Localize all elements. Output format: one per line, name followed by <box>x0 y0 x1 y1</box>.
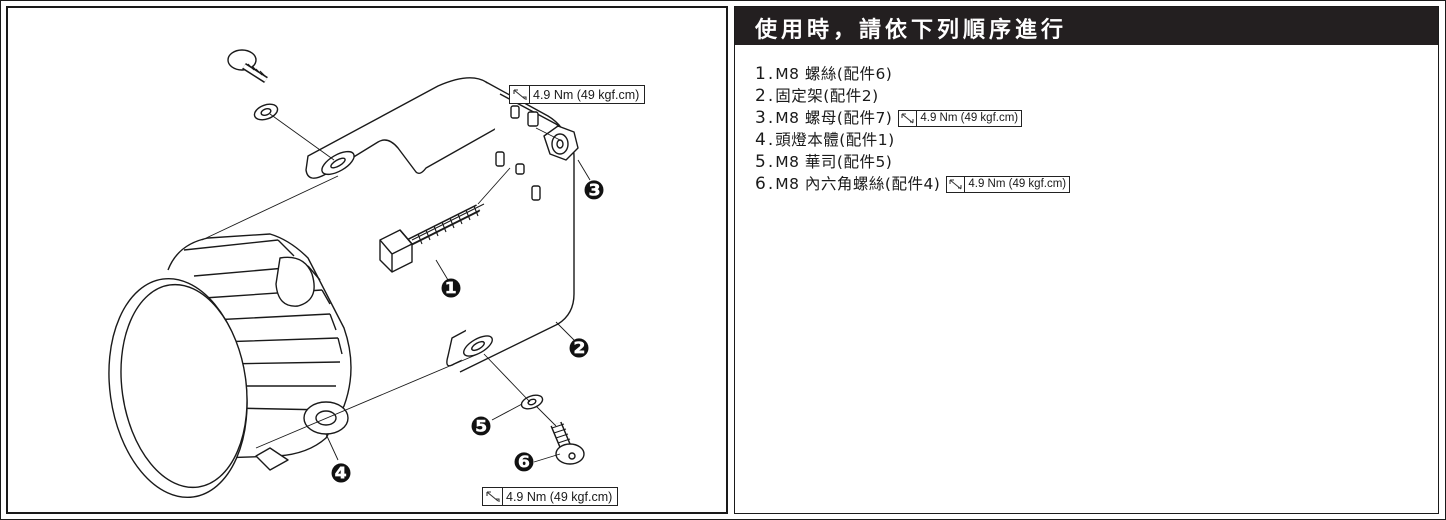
bottom-screw-part <box>520 394 585 465</box>
torque-wrench-icon <box>510 86 530 103</box>
torque-value: 4.9 Nm (49 kgf.cm) <box>968 178 1067 190</box>
step-text: M8 螺母(配件7) <box>775 109 893 127</box>
torque-value: 4.9 Nm (49 kgf.cm) <box>920 112 1019 124</box>
step-number: 3. <box>755 108 776 128</box>
step-item: 5. M8 華司(配件5) <box>755 151 1070 173</box>
instructions-header: 使用時，請依下列順序進行 <box>735 7 1438 45</box>
torque-callout-bottom: 4.9 Nm (49 kgf.cm) <box>482 487 619 506</box>
step-text: M8 內六角螺絲(配件4) <box>775 175 941 193</box>
nut-part <box>543 125 579 161</box>
step-number: 2. <box>755 86 776 106</box>
step-number: 1. <box>755 64 776 84</box>
torque-callout-top: 4.9 Nm (49 kgf.cm) <box>509 85 646 104</box>
step-list: 1. M8 螺絲(配件6) 2. 固定架(配件2) 3. M8 螺母(配件7) … <box>755 63 1071 195</box>
callout-badge-4: ❹ <box>330 459 353 489</box>
top-screw-part <box>227 49 279 121</box>
step-number: 5. <box>755 152 776 172</box>
instructions-title: 使用時，請依下列順序進行 <box>755 18 1068 43</box>
callout-badge-1: ❶ <box>440 274 463 304</box>
callout-badge-2: ❷ <box>568 334 591 364</box>
torque-wrench-icon <box>899 110 918 126</box>
torque-wrench-icon <box>947 176 966 192</box>
torque-wrench-icon <box>483 488 503 505</box>
callout-badge-3: ❸ <box>583 176 606 206</box>
step-number: 4. <box>755 130 776 150</box>
instructions-panel: 使用時，請依下列順序進行 1. M8 螺絲(配件6) 2. 固定架(配件2) 3… <box>734 6 1439 514</box>
bracket-part <box>305 77 575 373</box>
callout-badge-6: ❻ <box>513 448 536 478</box>
step-number: 6. <box>755 174 776 194</box>
step-item: 1. M8 螺絲(配件6) <box>755 63 1070 85</box>
torque-spec: 4.9 Nm (49 kgf.cm) <box>946 175 1071 193</box>
torque-spec: 4.9 Nm (49 kgf.cm) <box>898 109 1023 127</box>
callout-badge-5: ❺ <box>470 412 493 442</box>
step-text: 頭燈本體(配件1) <box>775 131 895 149</box>
step-text: M8 螺絲(配件6) <box>775 65 893 83</box>
torque-value: 4.9 Nm (49 kgf.cm) <box>506 489 613 504</box>
step-text: M8 華司(配件5) <box>775 153 893 171</box>
headlamp-body-part <box>108 233 352 499</box>
assembly-guide-lines <box>201 113 591 463</box>
step-item: 2. 固定架(配件2) <box>755 85 1070 107</box>
assembly-illustration <box>108 49 591 499</box>
assembly-illustration-panel: ❸ ❶ ❷ ❺ ❻ ❹ 4.9 Nm (49 kgf.cm) 4.9 Nm (4… <box>6 6 728 514</box>
step-text: 固定架(配件2) <box>775 87 879 105</box>
torque-value: 4.9 Nm (49 kgf.cm) <box>533 87 640 102</box>
step-item: 6. M8 內六角螺絲(配件4) 4.9 Nm (49 kgf.cm) <box>755 173 1071 195</box>
hex-bolt-part <box>379 203 485 273</box>
step-item: 4. 頭燈本體(配件1) <box>755 129 1070 151</box>
step-item: 3. M8 螺母(配件7) 4.9 Nm (49 kgf.cm) <box>755 107 1070 129</box>
